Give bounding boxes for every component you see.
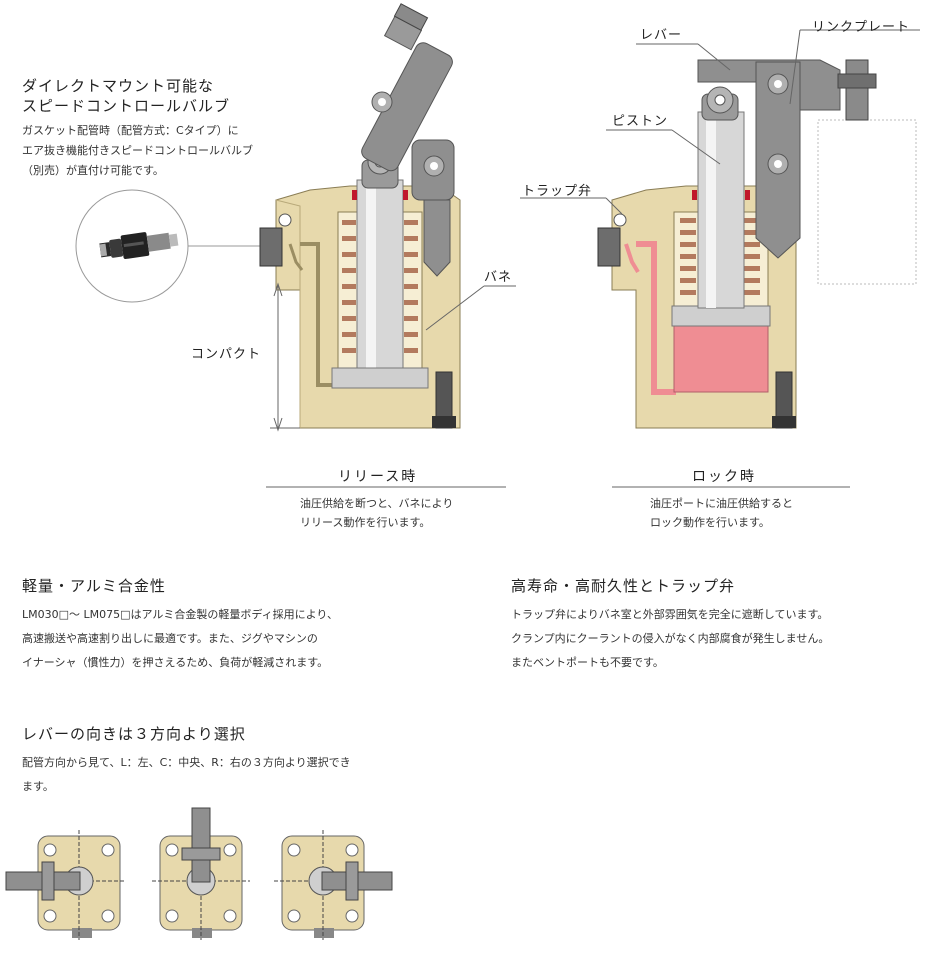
lever-direction-left — [5, 830, 126, 940]
feature-durability-line1: トラップ弁によりバネ室と外部雰囲気を完全に遮断しています。 — [511, 608, 829, 621]
link-plate-label: リンクプレート — [812, 20, 911, 35]
feature-lightweight-line3: イナーシャ（慣性力）を押さえるため、負荷が軽減されます。 — [22, 656, 329, 669]
feature-durability-line2: クランプ内にクーラントの侵入がなく内部腐食が発生しません。 — [511, 632, 830, 645]
piston-label: ピストン — [612, 114, 669, 129]
lever-label: レバー — [640, 28, 683, 43]
feature-durability-title: 高寿命・高耐久性とトラップ弁 — [511, 577, 736, 595]
feature-lightweight-line2: 高速搬送や高速割り出しに最適です。また、ジグやマシンの — [22, 632, 318, 645]
valve-desc-line2: エア抜き機能付きスピードコントロールバルブ — [22, 144, 253, 157]
lock-title: ロック時 — [692, 469, 756, 485]
trap-valve-label: トラップ弁 — [522, 184, 593, 199]
lever-direction-right — [274, 830, 393, 940]
valve-desc-line3: （別売）が直付け可能です。 — [22, 164, 164, 177]
compact-label: コンパクト — [191, 347, 262, 362]
feature-lever-direction-line1: 配管方向から見て、L：左、C：中央、R：右の３方向より選択でき — [22, 756, 351, 769]
feature-durability-line3: またベントポートも不要です。 — [511, 656, 664, 669]
lock-desc-line2: ロック動作を行います。 — [650, 516, 770, 529]
valve-title-line1: ダイレクトマウント可能な — [22, 77, 215, 95]
spring-label: バネ — [484, 270, 513, 285]
release-desc-line2: リリース動作を行います。 — [300, 516, 431, 529]
feature-lever-direction-title: レバーの向きは３方向より選択 — [22, 725, 246, 743]
valve-title-line2: スピードコントロールバルブ — [22, 97, 231, 115]
release-title: リリース時 — [338, 469, 418, 485]
feature-lever-direction-line2: ます。 — [22, 780, 54, 793]
feature-lightweight-title: 軽量・アルミ合金性 — [22, 577, 166, 595]
lever-direction-center — [152, 807, 250, 940]
feature-lightweight-line1: LM030□～ LM075□はアルミ合金製の軽量ボディ採用により、 — [22, 608, 338, 621]
valve-desc-line1: ガスケット配管時（配管方式：Cタイプ）に — [22, 124, 239, 137]
lock-desc-line1: 油圧ポートに油圧供給すると — [650, 497, 793, 510]
release-desc-line1: 油圧供給を断つと、バネにより — [300, 497, 454, 510]
